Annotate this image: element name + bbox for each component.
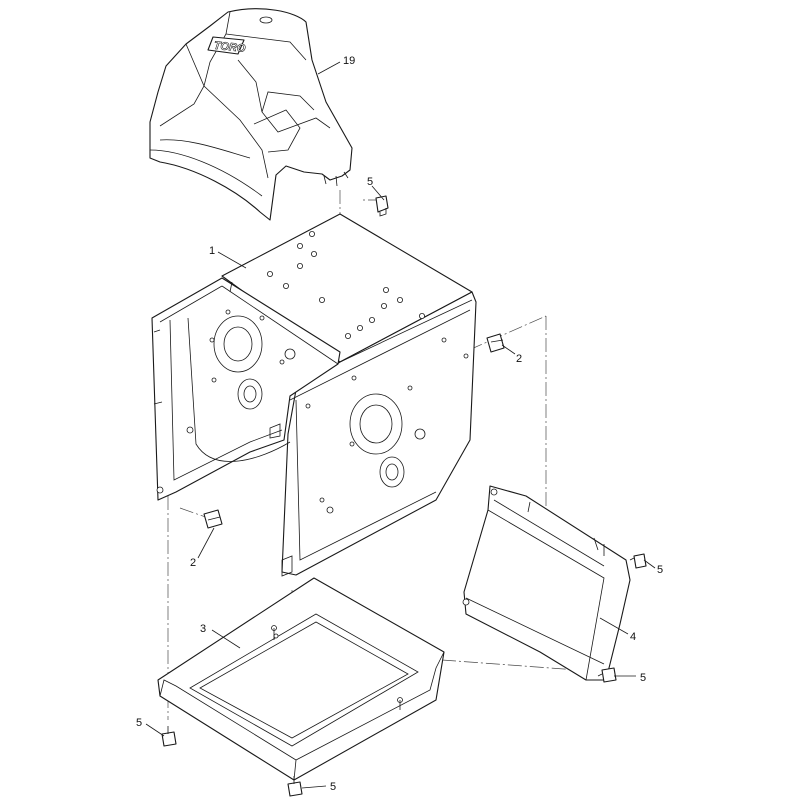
brand-logo-text: TORO bbox=[213, 40, 246, 55]
top-shroud: TORO bbox=[149, 8, 353, 221]
bolt-top bbox=[375, 195, 389, 217]
callout-5-plate-left: 5 bbox=[136, 717, 142, 729]
callout-5-shield-upper: 5 bbox=[657, 564, 663, 576]
callout-1: 1 bbox=[209, 245, 215, 257]
callout-5-plate-bottom: 5 bbox=[330, 781, 336, 793]
callout-5-top: 5 bbox=[367, 176, 373, 188]
bolt-plate-bottom bbox=[287, 776, 303, 797]
bolt-shield-upper bbox=[629, 553, 647, 569]
callout-19: 19 bbox=[343, 55, 355, 67]
bolt-shield-lower bbox=[597, 667, 617, 683]
side-shield bbox=[462, 485, 631, 681]
callout-labels: 19 1 2 2 3 4 5 5 5 5 5 bbox=[136, 55, 663, 793]
callout-5-shield-lower: 5 bbox=[640, 672, 646, 684]
bolt-plate-left bbox=[161, 726, 177, 747]
bottom-plate bbox=[157, 577, 445, 781]
leader-lines bbox=[145, 61, 656, 789]
callout-4: 4 bbox=[630, 631, 636, 643]
callout-3: 3 bbox=[200, 623, 206, 635]
callout-2-right: 2 bbox=[516, 353, 522, 365]
main-frame bbox=[151, 213, 477, 577]
clip-right bbox=[486, 333, 505, 353]
brand-logo-plate bbox=[207, 36, 245, 55]
clip-left bbox=[203, 509, 223, 529]
callout-2-left: 2 bbox=[190, 557, 196, 569]
